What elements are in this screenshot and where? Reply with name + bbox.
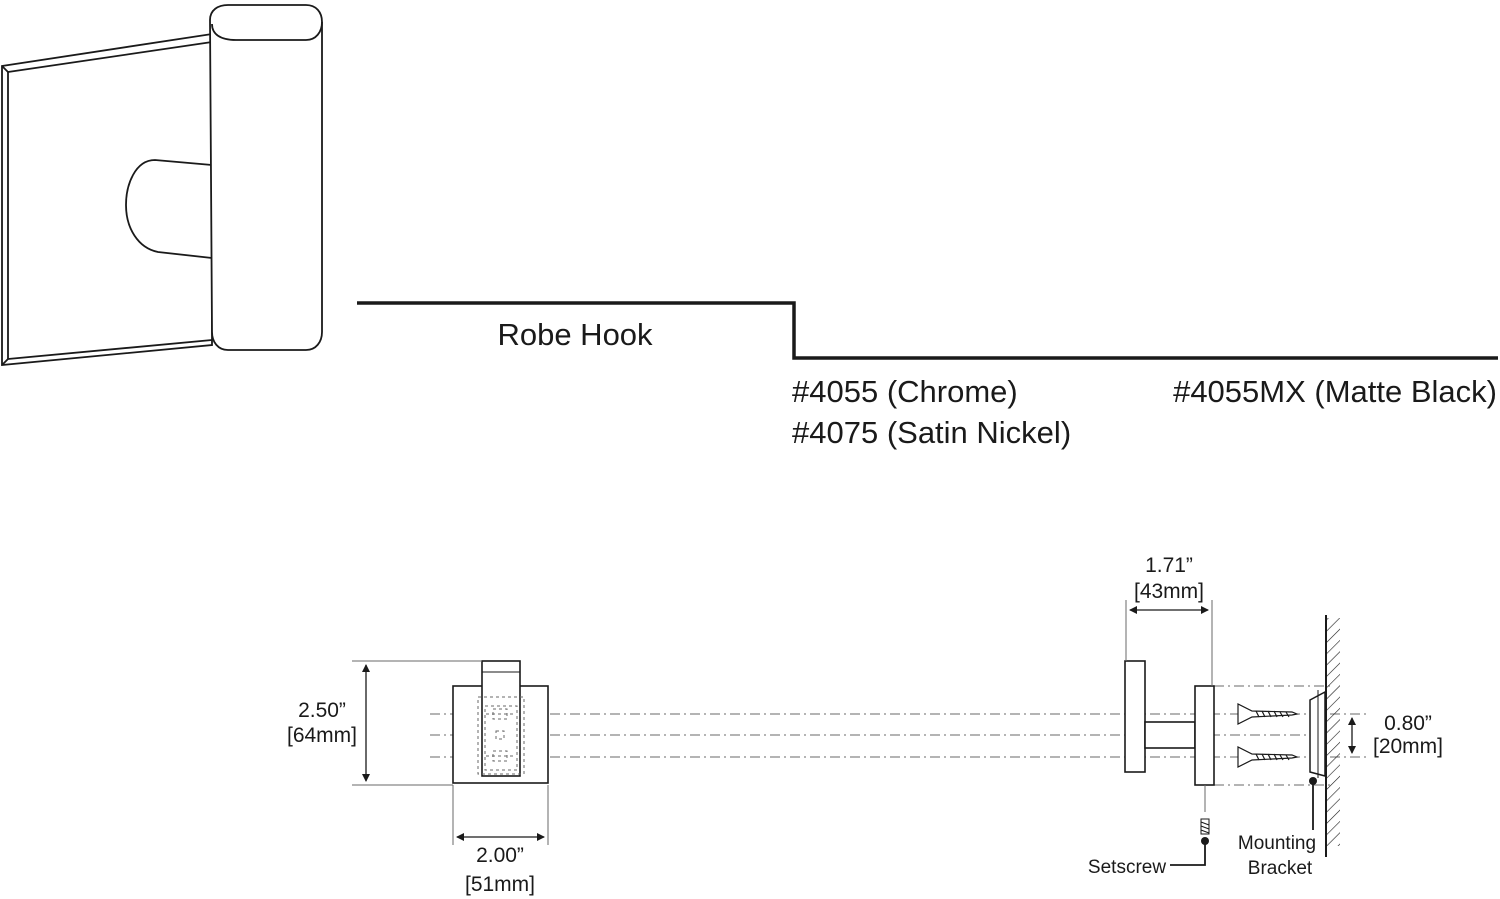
side-view: 1.71” [43mm] 0.80” [20mm] Se xyxy=(1088,554,1443,879)
height-metric: [64mm] xyxy=(287,724,357,747)
model-satin-nickel: #4075 (Satin Nickel) xyxy=(792,415,1071,450)
setscrew-label: Setscrew xyxy=(1088,857,1166,878)
wall-screw-upper xyxy=(1237,703,1300,725)
side-hook-arm xyxy=(1124,660,1146,773)
title-divider-line xyxy=(357,301,1498,360)
backplate xyxy=(1,32,213,366)
setscrew-icon xyxy=(1200,818,1210,835)
width-metric: [51mm] xyxy=(465,873,535,896)
width-imperial: 2.00” xyxy=(476,844,524,867)
height-imperial: 2.50” xyxy=(298,699,346,722)
front-view: 2.50” [64mm] 2.00” [51mm] xyxy=(287,660,549,896)
model-chrome: #4055 (Chrome) xyxy=(792,374,1018,409)
hook-arm xyxy=(209,4,323,351)
wall-screw-lower xyxy=(1237,746,1300,768)
screw-spacing-metric: [20mm] xyxy=(1373,735,1443,758)
guide-lines xyxy=(430,685,1366,786)
hook-post xyxy=(125,159,213,259)
model-matte-black: #4055MX (Matte Black) xyxy=(1173,374,1497,409)
mounting-bracket-label-line2: Bracket xyxy=(1248,858,1313,879)
screw-spacing-imperial: 0.80” xyxy=(1384,712,1432,735)
projection-metric: [43mm] xyxy=(1134,580,1204,603)
side-backplate xyxy=(1194,685,1215,786)
wall xyxy=(1325,615,1340,857)
mounting-bracket-label-line1: Mounting xyxy=(1238,833,1316,854)
product-title: Robe Hook xyxy=(497,317,653,352)
product-illustration xyxy=(1,4,323,366)
projection-imperial: 1.71” xyxy=(1145,554,1193,577)
side-post xyxy=(1144,721,1196,749)
